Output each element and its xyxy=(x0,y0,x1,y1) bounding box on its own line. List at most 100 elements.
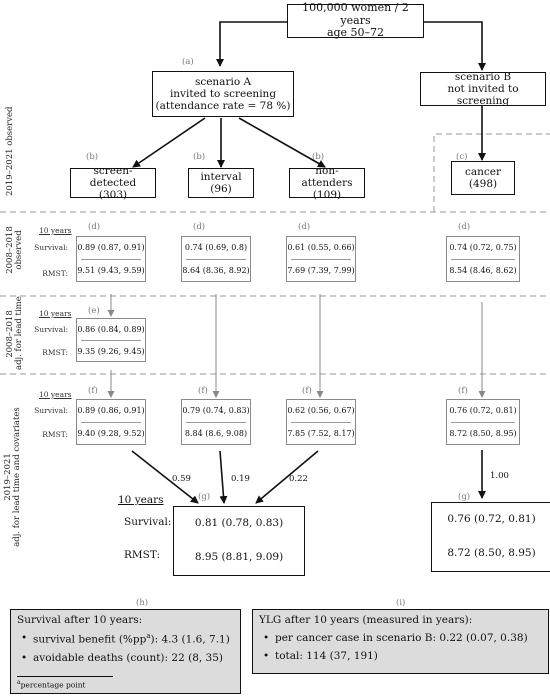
tag-b3: (b) xyxy=(312,152,325,162)
survival-label-big: Survival: xyxy=(124,516,172,528)
summary-title: Survival after 10 years: xyxy=(17,614,143,626)
survival-value: 0.76 (0.72, 0.81) xyxy=(449,406,517,415)
scenario-a-line1: scenario A xyxy=(194,75,252,88)
group-count: (303) xyxy=(98,189,128,202)
tag-g1: (g) xyxy=(198,492,211,502)
section-label-4: 2019–2021 adj. for lead time and covaria… xyxy=(3,407,23,547)
stat-d-interval: 0.74 (0.69, 0.8) 8.64 (8.36, 8.92) xyxy=(181,236,251,282)
tag-g2: (g) xyxy=(458,492,471,502)
scenario-a-box: scenario A invited to screening (attenda… xyxy=(152,71,294,117)
rmst-value: 8.84 (8.6, 9.08) xyxy=(184,429,248,438)
survival-benefit-item: survival benefit (%ppa): 4.3 (1.6, 7.1) xyxy=(17,632,234,646)
group-cancer: cancer (498) xyxy=(451,161,515,195)
tag-d4: (d) xyxy=(458,222,471,232)
section-label-1: 2019–2021 observed xyxy=(5,106,15,196)
summary-ylg: YLG after 10 years (measured in years): … xyxy=(252,609,549,674)
survival-value: 0.76 (0.72, 0.81) xyxy=(447,513,536,525)
stat-g-scenario-a: 0.81 (0.78, 0.83) 8.95 (8.81, 9.09) xyxy=(173,506,305,576)
survival-value: 0.89 (0.86, 0.91) xyxy=(77,406,145,415)
stat-d-non-attenders: 0.61 (0.55, 0.66) 7.69 (7.39, 7.99) xyxy=(286,236,356,282)
group-name: screen-detected xyxy=(89,164,137,189)
ten-years-label-big: 10 years xyxy=(118,494,164,506)
stat-g-scenario-b: 0.76 (0.72, 0.81) 8.72 (8.50, 8.95) xyxy=(431,502,550,572)
tag-f1: (f) xyxy=(88,386,98,396)
ylg-total-item: total: 114 (37, 191) xyxy=(259,650,542,662)
survival-value: 0.86 (0.84, 0.89) xyxy=(77,325,145,334)
tag-c: (c) xyxy=(456,152,468,162)
group-name: non-attenders xyxy=(301,164,353,189)
survival-label: Survival: xyxy=(34,406,68,415)
group-count: (96) xyxy=(210,183,232,195)
summary-survival: Survival after 10 years: survival benefi… xyxy=(10,609,241,694)
group-count: (498) xyxy=(468,178,498,190)
rmst-value: 8.95 (8.81, 9.09) xyxy=(194,551,284,563)
ten-years-label: 10 years xyxy=(39,226,72,235)
rmst-value: 8.64 (8.36, 8.92) xyxy=(182,266,250,275)
tag-f2: (f) xyxy=(198,386,208,396)
population-line1: 100,000 women / 2 years xyxy=(302,1,409,27)
survival-value: 0.79 (0.74, 0.83) xyxy=(182,406,250,415)
weight-screen-detected: 0.59 xyxy=(172,474,191,484)
group-screen-detected: screen-detected (303) xyxy=(70,164,156,202)
rmst-value: 8.72 (8.50, 8.95) xyxy=(449,429,517,438)
stat-f-cancer: 0.76 (0.72, 0.81) 8.72 (8.50, 8.95) xyxy=(446,399,520,445)
weight-interval: 0.19 xyxy=(231,474,250,484)
scenario-a-line2: invited to screening xyxy=(169,87,277,100)
scenario-b-line2: not invited to screening xyxy=(447,82,519,108)
group-interval: interval (96) xyxy=(188,168,254,198)
weight-cancer: 1.00 xyxy=(490,471,509,481)
rmst-label-big: RMST: xyxy=(124,549,161,561)
survival-value: 0.61 (0.55, 0.66) xyxy=(287,243,355,252)
survival-label: Survival: xyxy=(34,325,68,334)
stat-f-interval: 0.79 (0.74, 0.83) 8.84 (8.6, 9.08) xyxy=(181,399,251,445)
population-line2: age 50–72 xyxy=(326,26,385,40)
avoidable-deaths-item: avoidable deaths (count): 22 (8, 35) xyxy=(17,652,234,664)
tag-f3: (f) xyxy=(302,386,312,396)
tag-d3: (d) xyxy=(298,222,311,232)
rmst-label: RMST: xyxy=(42,348,68,357)
tag-b2: (b) xyxy=(193,152,206,162)
group-non-attenders: non-attenders (109) xyxy=(289,164,365,202)
tag-h: (h) xyxy=(136,598,149,608)
rmst-value: 7.85 (7.52, 8.17) xyxy=(287,429,355,438)
survival-value: 0.74 (0.72, 0.75) xyxy=(449,243,517,252)
survival-value: 0.89 (0.87, 0.91) xyxy=(77,243,145,252)
group-count: (109) xyxy=(312,189,342,202)
tag-e: (e) xyxy=(88,306,100,316)
weight-non-attenders: 0.22 xyxy=(289,474,308,484)
rmst-value: 8.54 (8.46, 8.62) xyxy=(449,266,517,275)
stat-f-screen-detected: 0.89 (0.86, 0.91) 9.40 (9.28, 9.52) xyxy=(76,399,146,445)
population-box: 100,000 women / 2 years age 50–72 xyxy=(287,1,424,40)
ylg-per-case-item: per cancer case in scenario B: 0.22 (0.0… xyxy=(259,632,542,644)
summary-list: survival benefit (%ppa): 4.3 (1.6, 7.1) … xyxy=(17,632,234,664)
rmst-value: 8.72 (8.50, 8.95) xyxy=(447,547,536,559)
stat-d-cancer: 0.74 (0.72, 0.75) 8.54 (8.46, 8.62) xyxy=(446,236,520,282)
summary-list: per cancer case in scenario B: 0.22 (0.0… xyxy=(259,632,542,662)
tag-f4: (f) xyxy=(458,386,468,396)
stat-d-screen-detected: 0.89 (0.87, 0.91) 9.51 (9.43, 9.59) xyxy=(76,236,146,282)
divider-b-box xyxy=(433,133,550,212)
rmst-label: RMST: xyxy=(42,430,68,439)
summary-title: YLG after 10 years (measured in years): xyxy=(259,614,473,626)
survival-label: Survival: xyxy=(34,243,68,252)
scenario-b-box: scenario B not invited to screening xyxy=(420,71,546,108)
group-name: interval xyxy=(200,170,242,183)
tag-d2: (d) xyxy=(193,222,206,232)
section-label-3: 2008–2018 adj. for lead time xyxy=(5,296,25,370)
group-name: cancer xyxy=(464,165,502,178)
ten-years-label: 10 years xyxy=(39,390,72,399)
rmst-value: 7.69 (7.39, 7.99) xyxy=(287,266,355,275)
rmst-value: 9.51 (9.43, 9.59) xyxy=(77,266,145,275)
rmst-value: 9.35 (9.26, 9.45) xyxy=(77,347,145,356)
tag-i: (i) xyxy=(396,598,406,608)
survival-value: 0.74 (0.69, 0.8) xyxy=(184,243,248,252)
rmst-label: RMST: xyxy=(42,269,68,278)
footnote: apercentage point xyxy=(17,675,113,689)
scenario-a-line3: (attendance rate = 78 %) xyxy=(155,100,291,113)
ten-years-label: 10 years xyxy=(39,309,72,318)
section-label-2: 2008–2018 observed xyxy=(5,226,25,274)
rmst-value: 9.40 (9.28, 9.52) xyxy=(77,429,145,438)
stat-e-screen-detected: 0.86 (0.84, 0.89) 9.35 (9.26, 9.45) xyxy=(76,318,146,362)
stat-f-non-attenders: 0.62 (0.56, 0.67) 7.85 (7.52, 8.17) xyxy=(286,399,356,445)
tag-a: (a) xyxy=(182,57,194,67)
